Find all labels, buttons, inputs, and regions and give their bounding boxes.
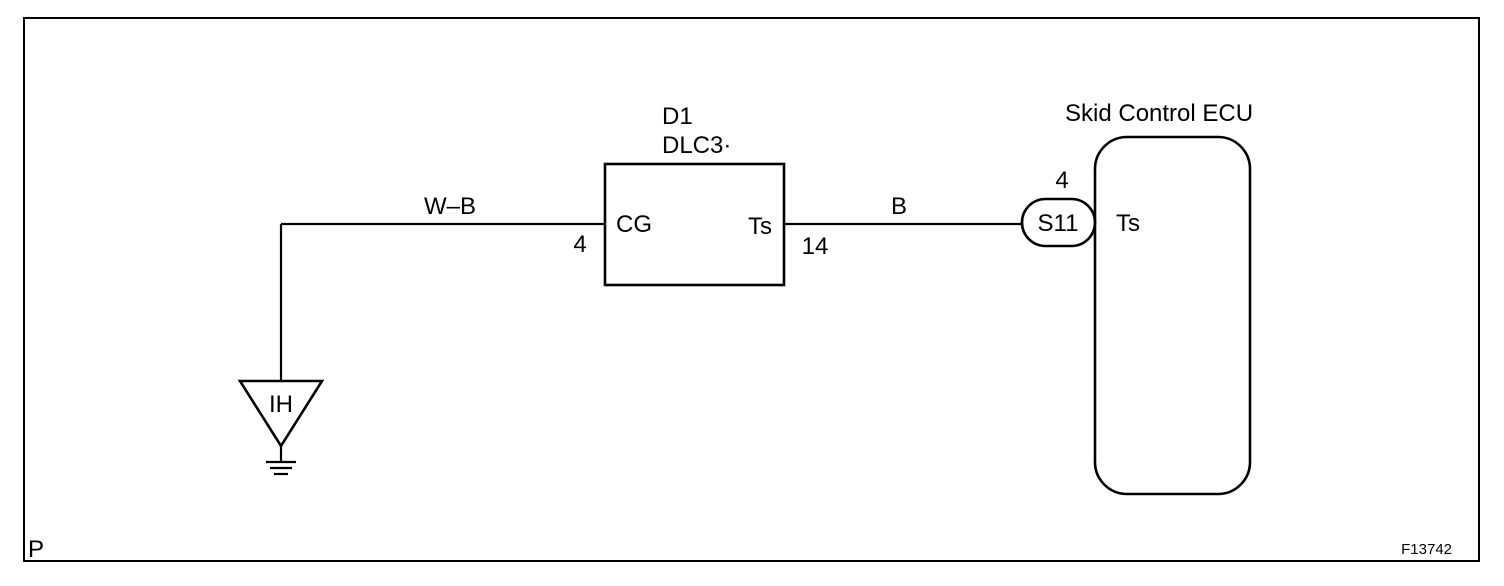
s11-pin-number: 4: [1055, 167, 1068, 194]
dlc3-pin-ts-label: Ts: [748, 213, 772, 240]
dlc3-pin-4-number: 4: [573, 231, 586, 258]
figure-id: F13742: [1401, 541, 1452, 558]
ground-label: IH: [269, 391, 293, 418]
wire-b-label: B: [891, 193, 907, 220]
ecu-title: Skid Control ECU: [1065, 100, 1253, 127]
ground-symbol: [237, 224, 325, 476]
ecu-box: [1093, 135, 1252, 496]
dlc3-code: D1: [662, 103, 693, 130]
dlc3-pin-cg-label: CG: [616, 211, 652, 238]
wire-w-b-label: W–B: [424, 193, 476, 220]
corner-label: P: [28, 536, 44, 563]
ecu-pin-ts-label: Ts: [1116, 210, 1140, 237]
diagram-border: [23, 17, 1480, 562]
dlc3-pin-14-number: 14: [802, 233, 829, 260]
dlc3-name: DLC3·: [662, 132, 731, 159]
s11-label: S11: [1038, 210, 1079, 237]
